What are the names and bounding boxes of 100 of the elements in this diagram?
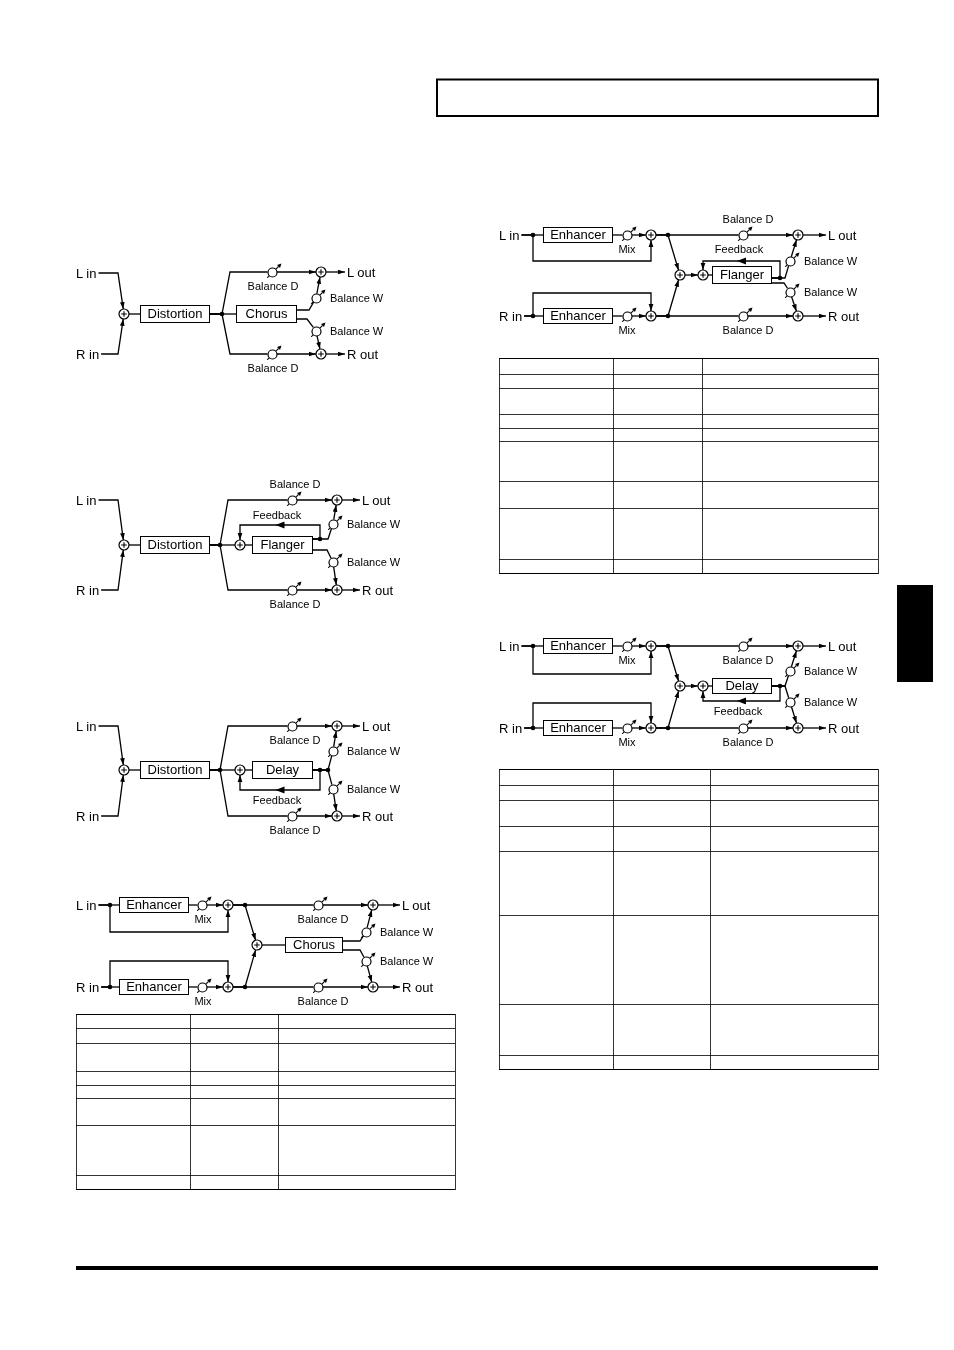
effect-block: Delay xyxy=(252,761,313,779)
signal-arrow xyxy=(97,904,231,933)
signal-line xyxy=(612,315,624,317)
signal-line xyxy=(612,234,624,236)
adder-icon xyxy=(118,764,130,776)
level-knob-icon xyxy=(309,288,326,304)
level-knob-icon xyxy=(783,251,800,267)
level-knob-icon xyxy=(326,779,343,795)
signal-arrow xyxy=(332,504,338,521)
signal-arrow xyxy=(97,725,125,766)
signal-arrow xyxy=(655,690,680,729)
level-knob-icon xyxy=(620,636,637,652)
level-knob-icon xyxy=(285,490,302,506)
effect-block: Delay xyxy=(712,678,772,694)
knob-label: Balance W xyxy=(347,555,401,569)
signal-arrow xyxy=(377,984,401,990)
level-knob-icon xyxy=(359,922,376,938)
level-knob-icon xyxy=(736,636,753,652)
signal-arrow xyxy=(295,723,333,729)
signal-arrow xyxy=(332,730,338,748)
level-knob-icon xyxy=(783,282,800,298)
signal-line xyxy=(707,685,713,687)
signal-arrow xyxy=(100,549,125,591)
signal-line xyxy=(296,318,314,329)
signal-line xyxy=(209,313,269,355)
adder-icon xyxy=(118,308,130,320)
signal-arrow xyxy=(655,279,680,317)
knob-label: Balance D xyxy=(247,361,299,374)
signal-arrow xyxy=(630,232,647,238)
knob-label: Mix xyxy=(618,735,636,748)
signal-line xyxy=(342,935,365,942)
signal-arrow xyxy=(97,499,125,541)
level-knob-icon xyxy=(285,580,302,596)
effect-block: Chorus xyxy=(236,305,297,323)
signal-arrow xyxy=(630,725,647,731)
signal-arrow xyxy=(746,725,794,731)
signal-arrow xyxy=(630,313,647,319)
knob-label: Balance W xyxy=(380,925,434,939)
signal-arrow xyxy=(325,351,346,357)
level-knob-icon xyxy=(620,718,637,734)
signal-arrow xyxy=(655,234,680,271)
effect-block: Enhancer xyxy=(119,979,189,995)
adder-icon xyxy=(331,720,343,732)
signal-arrow xyxy=(316,334,321,350)
knob-label: Balance D xyxy=(297,912,349,925)
input-label: L in xyxy=(76,897,97,913)
signal-line xyxy=(296,301,315,311)
signal-line xyxy=(209,544,289,591)
knob-label: Mix xyxy=(618,653,636,666)
output-label: R out xyxy=(828,720,860,736)
signal-arrow xyxy=(97,272,125,310)
level-knob-icon xyxy=(736,306,753,322)
input-label: L in xyxy=(76,265,97,281)
signal-line xyxy=(261,944,286,946)
output-label: L out xyxy=(362,492,391,508)
adder-icon xyxy=(645,229,657,241)
input-label: L in xyxy=(499,227,520,243)
signal-line xyxy=(188,904,199,906)
signal-arrow xyxy=(325,269,346,275)
feedback-arrow xyxy=(237,769,321,794)
feedback-arrow xyxy=(700,257,781,279)
level-knob-icon xyxy=(285,806,302,822)
signal-arrow xyxy=(341,723,361,729)
signal-arrow xyxy=(802,232,827,238)
signal-line xyxy=(244,544,253,546)
knob-label: Mix xyxy=(194,994,212,1007)
adder-icon xyxy=(222,981,234,993)
knob-label: Balance D xyxy=(269,733,321,746)
adder-icon xyxy=(645,640,657,652)
output-label: R out xyxy=(362,808,394,824)
signal-line xyxy=(188,986,199,988)
level-knob-icon xyxy=(359,951,376,967)
effect-block: Chorus xyxy=(285,937,343,953)
effect-block: Distortion xyxy=(140,536,210,554)
effect-block: Distortion xyxy=(140,761,210,779)
output-label: L out xyxy=(402,897,431,913)
level-knob-icon xyxy=(620,225,637,241)
signal-arrow xyxy=(802,643,827,649)
signal-arrow xyxy=(321,902,369,908)
level-knob-icon xyxy=(326,741,343,757)
adder-icon xyxy=(331,494,343,506)
signal-arrow xyxy=(341,587,361,593)
signal-line xyxy=(128,544,141,546)
level-knob-icon xyxy=(736,718,753,734)
signal-arrow xyxy=(275,351,317,357)
signal-line xyxy=(612,645,624,647)
level-knob-icon xyxy=(285,716,302,732)
signal-arrow xyxy=(341,497,361,503)
signal-line xyxy=(128,769,141,771)
edge-label: Feedback xyxy=(251,508,303,522)
effect-block: Enhancer xyxy=(119,897,189,913)
knob-label: Balance W xyxy=(804,664,858,678)
signal-line xyxy=(312,769,333,786)
signal-arrow xyxy=(790,295,798,312)
level-knob-icon xyxy=(736,225,753,241)
level-knob-icon xyxy=(326,552,343,568)
signal-arrow xyxy=(205,984,224,990)
knob-label: Mix xyxy=(618,323,636,336)
signal-arrow xyxy=(332,565,338,586)
effect-block: Enhancer xyxy=(543,227,613,243)
